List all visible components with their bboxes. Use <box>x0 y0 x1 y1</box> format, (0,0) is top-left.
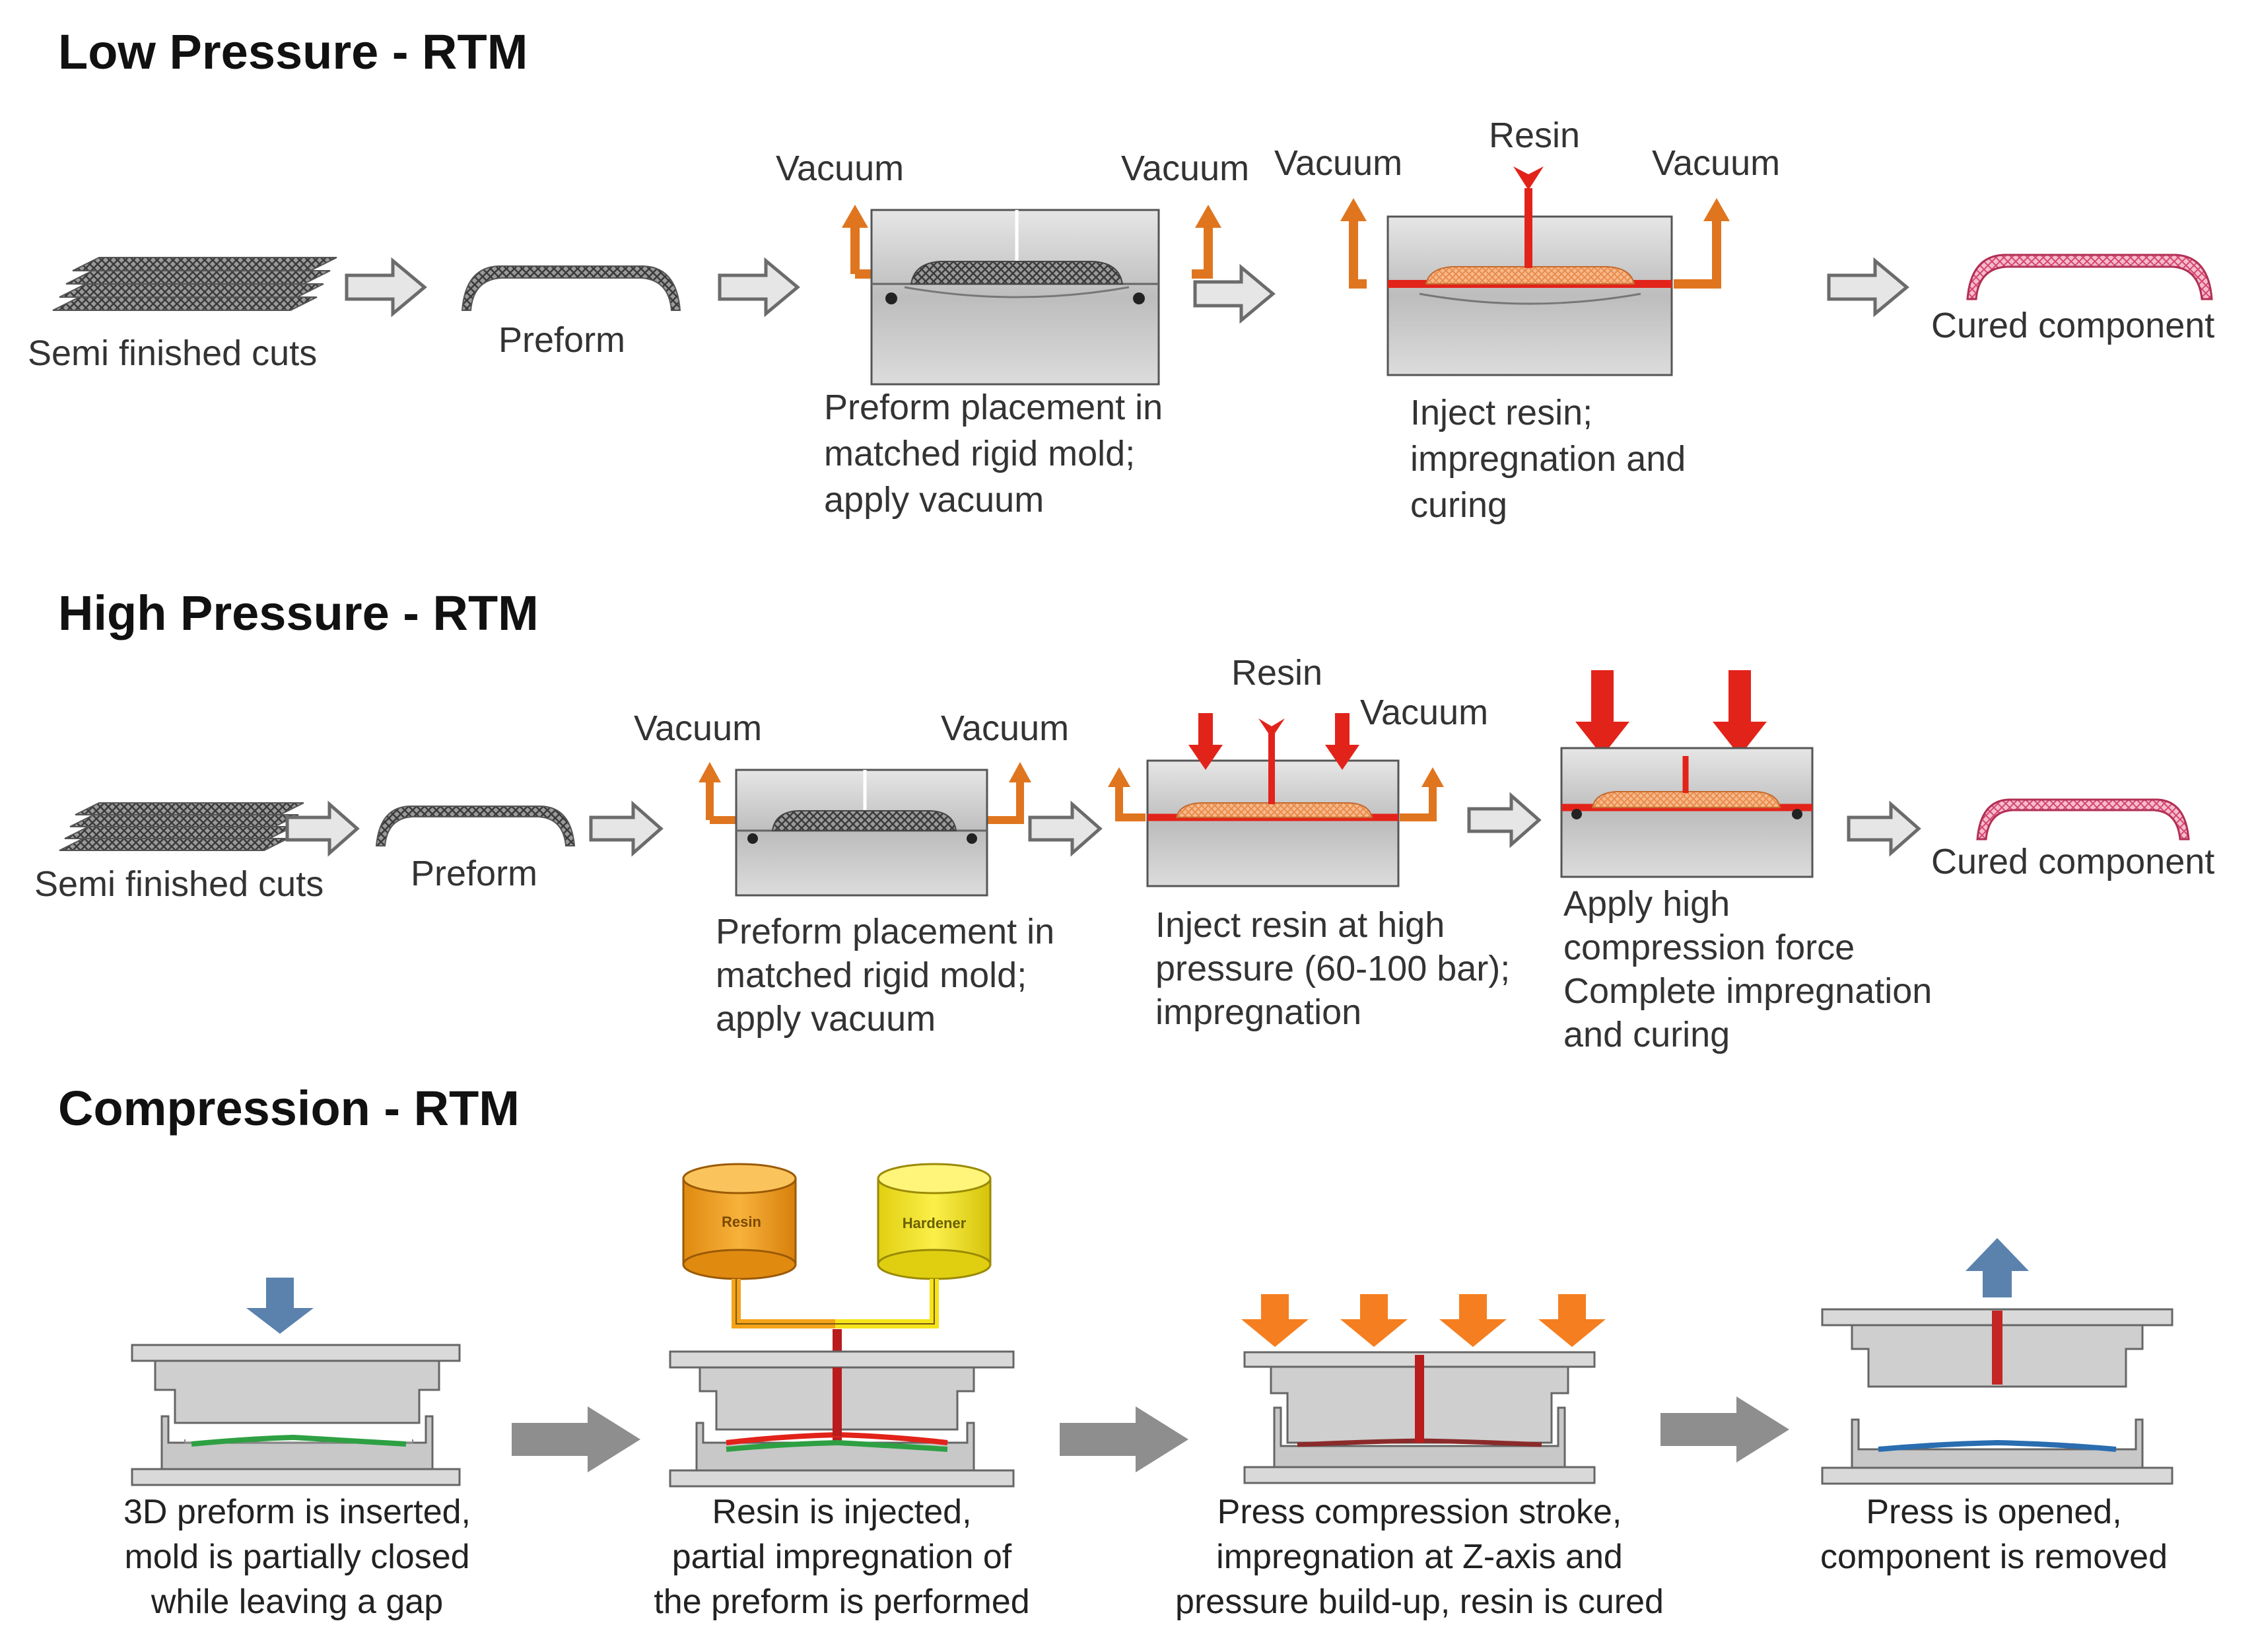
mold-icon-step-2 <box>669 1163 1015 1488</box>
section-title-compression: Compression - RTM <box>58 1081 520 1136</box>
label-hp-vacuum-2: Vacuum <box>941 708 1070 748</box>
hollow-right-arrow-icon <box>285 800 360 857</box>
hollow-right-arrow-icon <box>1827 257 1909 318</box>
label-hp-vacuum-1: Vacuum <box>634 708 763 748</box>
label-preform: Preform <box>498 320 626 360</box>
label-hp-resin: Resin <box>1231 653 1323 693</box>
desc-hp-compress: Apply high compression force Complete im… <box>1563 884 1933 1054</box>
label-semi-finished-cuts: Semi finished cuts <box>28 333 318 373</box>
mold-icon-hp-inject <box>1108 713 1444 887</box>
hollow-right-arrow-icon <box>1467 792 1542 848</box>
mold-icon-hp-placement <box>699 762 1031 897</box>
label-vacuum-2: Vacuum <box>1121 149 1250 188</box>
gray-right-arrow-icon <box>512 1406 640 1472</box>
mold-icon-inject <box>1340 166 1730 376</box>
hollow-right-arrow-icon <box>589 800 664 857</box>
label-cured-component-2: Cured component <box>1931 842 2215 881</box>
tank-label-resin: Resin <box>722 1214 761 1230</box>
desc-compression-step-2: Resin is injected, partial impregnation … <box>654 1493 1030 1621</box>
desc-hp-placement: Preform placement in matched rigid mold;… <box>716 912 1055 1039</box>
hollow-right-arrow-icon <box>1193 263 1276 324</box>
section-title-low-pressure: Low Pressure - RTM <box>58 24 528 79</box>
desc-hp-inject: Inject resin at high pressure (60-100 ba… <box>1155 905 1511 1032</box>
label-preform-2: Preform <box>411 854 538 893</box>
semi-finished-cuts-icon <box>59 802 304 851</box>
gray-right-arrow-icon <box>1060 1406 1188 1472</box>
cured-component-icon <box>1966 254 2213 300</box>
desc-compression-step-3: Press compression stroke, impregnation a… <box>1175 1493 1664 1621</box>
desc-lp-placement: Preform placement in matched rigid mold;… <box>824 388 1163 520</box>
gray-right-arrow-icon <box>1660 1396 1789 1463</box>
preform-icon <box>375 806 576 846</box>
hollow-right-arrow-icon <box>718 257 800 318</box>
desc-lp-inject: Inject resin; impregnation and curing <box>1410 393 1686 525</box>
label-cured-component-1: Cured component <box>1931 306 2215 345</box>
mold-icon-hp-compress <box>1560 670 1814 878</box>
mold-icon-step-1 <box>131 1278 461 1486</box>
mold-icon-step-3 <box>1241 1294 1606 1484</box>
label-vacuum-3: Vacuum <box>1274 143 1403 183</box>
hollow-right-arrow-icon <box>1847 800 1921 857</box>
label-vacuum-4: Vacuum <box>1652 143 1781 183</box>
cured-component-icon <box>1976 798 2190 841</box>
preform-icon <box>461 265 681 311</box>
label-vacuum-1: Vacuum <box>776 149 905 188</box>
mold-icon-placement <box>842 205 1221 386</box>
hollow-right-arrow-icon <box>345 257 427 318</box>
semi-finished-cuts-icon <box>52 257 337 311</box>
hollow-right-arrow-icon <box>1028 800 1103 857</box>
desc-compression-step-4: Press is opened, component is removed <box>1820 1493 2168 1576</box>
desc-compression-step-1: 3D preform is inserted, mold is partiall… <box>123 1493 471 1621</box>
tank-label-hardener: Hardener <box>902 1215 967 1231</box>
label-semi-finished-cuts-2: Semi finished cuts <box>34 864 324 904</box>
section-title-high-pressure: High Pressure - RTM <box>58 586 539 640</box>
label-hp-vacuum-3: Vacuum <box>1360 693 1489 732</box>
mold-icon-step-4 <box>1821 1238 2173 1485</box>
label-resin-1: Resin <box>1489 116 1581 155</box>
